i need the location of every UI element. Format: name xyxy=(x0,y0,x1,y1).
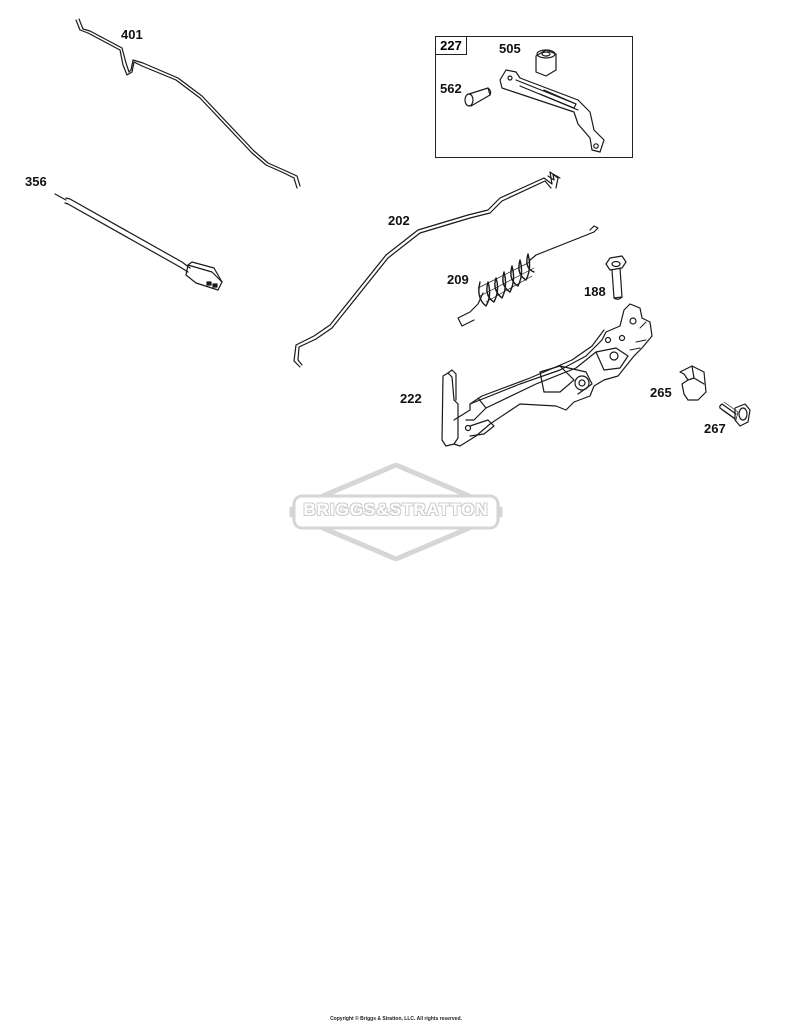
callout-265: 265 xyxy=(650,385,672,400)
copyright-notice: Copyright © Briggs & Stratton, LLC. All … xyxy=(330,1016,462,1022)
watermark-text: BRIGGS&STRATTON xyxy=(303,500,489,519)
part-562-pin xyxy=(464,87,492,107)
callout-188: 188 xyxy=(584,284,606,299)
callout-209: 209 xyxy=(447,272,469,287)
part-202-rod xyxy=(293,171,561,368)
part-222-bracket xyxy=(441,303,653,447)
callout-356: 356 xyxy=(25,174,47,189)
part-188-bolt xyxy=(605,255,627,300)
callout-222: 222 xyxy=(400,391,422,406)
callout-505: 505 xyxy=(499,41,521,56)
callout-562: 562 xyxy=(440,81,462,96)
inset-frame xyxy=(435,36,633,158)
callout-401: 401 xyxy=(121,27,143,42)
part-505-bushing xyxy=(535,49,557,77)
callout-267: 267 xyxy=(704,421,726,436)
briggs-stratton-watermark-logo xyxy=(289,463,503,561)
part-356-cable xyxy=(54,193,223,291)
part-265-clip xyxy=(679,365,707,401)
part-401-rod xyxy=(75,18,301,189)
inset-group-tag: 227 xyxy=(435,36,467,55)
part-227-lever xyxy=(499,69,605,153)
part-209-spring xyxy=(457,225,599,327)
callout-202: 202 xyxy=(388,213,410,228)
part-267-screw xyxy=(719,401,751,427)
